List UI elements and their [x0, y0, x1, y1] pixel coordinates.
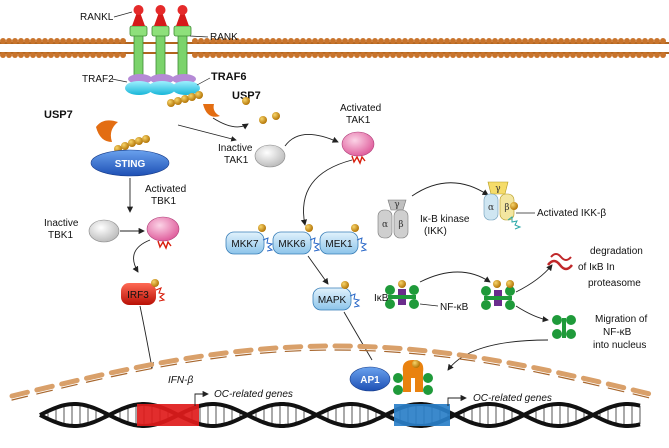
ikk-label-2: (IKK) — [424, 226, 447, 237]
traf6-ubiquitin-chain — [167, 91, 203, 107]
activated-tbk1-label-2: TBK1 — [151, 196, 176, 207]
dna-helix — [39, 402, 641, 428]
inactive-tbk1-label-2: TBK1 — [48, 230, 73, 241]
ap1-complex: AP1 — [349, 366, 391, 392]
activated-tbk1 — [146, 216, 180, 250]
oc-genes-label-1: OC-related genes — [214, 389, 293, 400]
usp7-left-enzyme — [96, 120, 118, 142]
free-ubiquitin — [242, 97, 280, 124]
traf6-label: TRAF6 — [211, 71, 246, 83]
ikk-alpha: α — [382, 220, 388, 230]
phospho-ikb-nfkb-complex — [481, 280, 515, 310]
migration-label-2: NF-κB — [603, 327, 632, 338]
ikk-gamma: γ — [394, 200, 399, 210]
cell-membrane — [0, 38, 669, 58]
nuclear-envelope — [9, 343, 652, 401]
usp7-top-label: USP7 — [232, 90, 261, 102]
ikk-complex: γ α β — [377, 199, 409, 239]
migration-label-3: into nucleus — [593, 340, 646, 351]
nfkb-label: NF-κB — [440, 302, 469, 313]
traf-complex — [125, 74, 200, 95]
ikk-label-1: Iκ-B kinase — [420, 214, 470, 225]
degradation-label-3: proteasome — [588, 278, 641, 289]
ifnb-label: IFN-β — [168, 375, 193, 386]
mkk7-kinase: MKK7 — [225, 224, 274, 255]
mapk-kinase: MAPK — [312, 281, 361, 311]
ifnb-gene-region — [137, 404, 199, 426]
sting-label: STING — [115, 159, 146, 170]
sting-protein: STING — [90, 149, 170, 177]
inactive-tak1-label-2: TAK1 — [224, 155, 249, 166]
traf2-label: TRAF2 — [82, 74, 114, 85]
irf3-protein: IRF3 — [121, 279, 166, 305]
activated-ikk-label: Activated IKK-β — [537, 208, 606, 219]
rank-label: RANK — [210, 32, 238, 43]
oc-gene-region — [394, 404, 450, 426]
activated-tak1 — [341, 131, 375, 165]
inactive-tak1-label-1: Inactive — [218, 143, 253, 154]
ikb-label: IκB — [374, 293, 389, 304]
activated-tak1-label-1: Activated — [340, 103, 381, 114]
activated-ikk-alpha: α — [488, 203, 494, 213]
mek1-label: MEK1 — [325, 239, 353, 250]
mapk-label: MAPK — [318, 295, 347, 306]
degraded-ikb — [547, 253, 573, 271]
mkk6-kinase: MKK6 — [272, 224, 321, 255]
activated-tak1-label-2: TAK1 — [346, 115, 371, 126]
rank-receptor-complex — [125, 5, 203, 107]
usp7-top-enzyme — [203, 104, 220, 117]
activated-ikk-beta: β — [504, 203, 509, 213]
usp7-left-label: USP7 — [44, 109, 73, 121]
ikk-beta: β — [398, 220, 403, 230]
free-nfkb — [552, 315, 576, 339]
irf3-label: IRF3 — [127, 290, 149, 301]
inactive-tak1 — [254, 144, 286, 168]
activated-tbk1-label-1: Activated — [145, 184, 186, 195]
rank-receptor-3 — [173, 5, 192, 81]
mkk6-label: MKK6 — [278, 239, 306, 250]
mkk7-label: MKK7 — [231, 239, 259, 250]
activated-ikk-complex: γ α β — [483, 181, 522, 230]
oc-genes-label-2: OC-related genes — [473, 393, 552, 404]
mek1-kinase: MEK1 — [319, 224, 368, 255]
inactive-tbk1-label-1: Inactive — [44, 218, 79, 229]
migration-label-1: Migration of — [595, 314, 647, 325]
ap1-nfkb-dimer — [393, 360, 433, 395]
degradation-label-1: degradation — [590, 246, 643, 257]
activated-ikk-gamma: γ — [495, 184, 500, 194]
ap1-label: AP1 — [360, 375, 380, 386]
inactive-tbk1 — [88, 219, 120, 243]
rank-receptor-2 — [151, 5, 170, 81]
ikb-nfkb-complex — [385, 280, 419, 309]
degradation-label-2: of IκB In — [578, 262, 615, 273]
rankl-label: RANKL — [80, 12, 114, 23]
